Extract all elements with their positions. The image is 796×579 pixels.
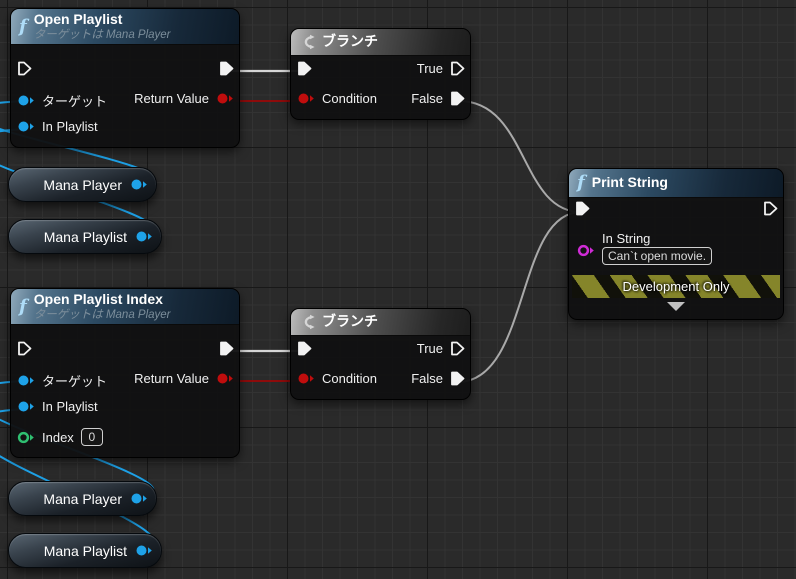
variable-label: Mana Playlist xyxy=(43,542,127,559)
false-exec-pin[interactable] xyxy=(450,371,465,386)
true-exec-pin[interactable] xyxy=(450,61,465,76)
mana-playlist-out-pin[interactable] xyxy=(135,543,153,558)
node-open-playlist[interactable]: f Open Playlist ターゲットは Mana Player ターゲット… xyxy=(10,8,240,148)
in-playlist-label: In Playlist xyxy=(42,119,98,134)
exec-out-pin[interactable] xyxy=(763,201,778,216)
branch-icon xyxy=(299,314,315,330)
false-label: False xyxy=(411,371,443,386)
in-playlist-pin[interactable] xyxy=(17,399,35,414)
in-playlist-pin[interactable] xyxy=(17,119,35,134)
target-pin-label: ターゲット xyxy=(42,374,108,389)
node-subtitle: ターゲットは Mana Player xyxy=(33,28,171,41)
node-get-mana-player-bottom[interactable]: Mana Player xyxy=(8,481,157,516)
true-exec-pin[interactable] xyxy=(450,341,465,356)
node-title: ブランチ xyxy=(322,33,378,50)
false-label: False xyxy=(411,91,443,106)
exec-out-pin[interactable] xyxy=(219,61,234,76)
target-pin[interactable] xyxy=(17,93,35,108)
node-header: ブランチ xyxy=(291,29,470,56)
variable-label: Mana Player xyxy=(43,490,122,507)
exec-in-pin[interactable] xyxy=(17,341,32,356)
target-pin-label: ターゲット xyxy=(42,94,108,109)
function-icon: f xyxy=(577,172,585,193)
node-branch-bottom[interactable]: ブランチ True Condition False xyxy=(290,308,471,400)
node-get-mana-player-top[interactable]: Mana Player xyxy=(8,167,157,202)
return-value-label: Return Value xyxy=(134,91,209,106)
exec-in-pin[interactable] xyxy=(575,201,590,216)
node-get-mana-playlist-bottom[interactable]: Mana Playlist xyxy=(8,533,162,568)
node-header: f Open Playlist Index ターゲットは Mana Player xyxy=(11,289,239,326)
node-expand-toggle[interactable] xyxy=(667,302,685,311)
in-string-pin[interactable] xyxy=(577,243,595,258)
true-label: True xyxy=(416,341,443,356)
variable-label: Mana Playlist xyxy=(43,228,127,245)
index-pin[interactable] xyxy=(17,430,35,445)
in-string-value-input[interactable]: Can`t open movie. xyxy=(602,247,713,265)
node-subtitle: ターゲットは Mana Player xyxy=(33,308,171,321)
mana-player-out-pin[interactable] xyxy=(130,491,148,506)
condition-label: Condition xyxy=(322,371,377,386)
node-header: f Open Playlist ターゲットは Mana Player xyxy=(11,9,239,46)
true-label: True xyxy=(416,61,443,76)
index-value-input[interactable]: 0 xyxy=(80,428,103,446)
node-header: ブランチ xyxy=(291,309,470,336)
node-title: Open Playlist Index xyxy=(33,291,163,307)
condition-label: Condition xyxy=(322,91,377,106)
node-title: Print String xyxy=(591,174,668,191)
node-title: ブランチ xyxy=(322,313,378,330)
exec-in-pin[interactable] xyxy=(297,61,312,76)
function-icon: f xyxy=(19,295,27,317)
node-get-mana-playlist-top[interactable]: Mana Playlist xyxy=(8,219,162,254)
mana-playlist-out-pin[interactable] xyxy=(135,229,153,244)
node-title: Open Playlist xyxy=(33,11,123,27)
mana-player-out-pin[interactable] xyxy=(130,177,148,192)
development-only-banner: Development Only xyxy=(572,275,780,298)
condition-pin[interactable] xyxy=(297,371,315,386)
in-string-label: In String xyxy=(602,231,651,246)
exec-in-pin[interactable] xyxy=(297,341,312,356)
return-value-label: Return Value xyxy=(134,371,209,386)
function-icon: f xyxy=(19,15,27,37)
exec-out-pin[interactable] xyxy=(219,341,234,356)
variable-label: Mana Player xyxy=(43,176,122,193)
node-print-string[interactable]: f Print String In String Can`t open movi… xyxy=(568,168,784,320)
node-open-playlist-index[interactable]: f Open Playlist Index ターゲットは Mana Player… xyxy=(10,288,240,458)
return-value-pin[interactable] xyxy=(216,91,234,106)
exec-in-pin[interactable] xyxy=(17,61,32,76)
condition-pin[interactable] xyxy=(297,91,315,106)
node-branch-top[interactable]: ブランチ True Condition False xyxy=(290,28,471,120)
index-label: Index xyxy=(42,429,74,445)
in-playlist-label: In Playlist xyxy=(42,399,98,414)
development-only-label: Development Only xyxy=(622,279,730,294)
branch-icon xyxy=(299,34,315,50)
target-pin[interactable] xyxy=(17,373,35,388)
false-exec-pin[interactable] xyxy=(450,91,465,106)
return-value-pin[interactable] xyxy=(216,371,234,386)
node-header: f Print String xyxy=(569,169,783,198)
